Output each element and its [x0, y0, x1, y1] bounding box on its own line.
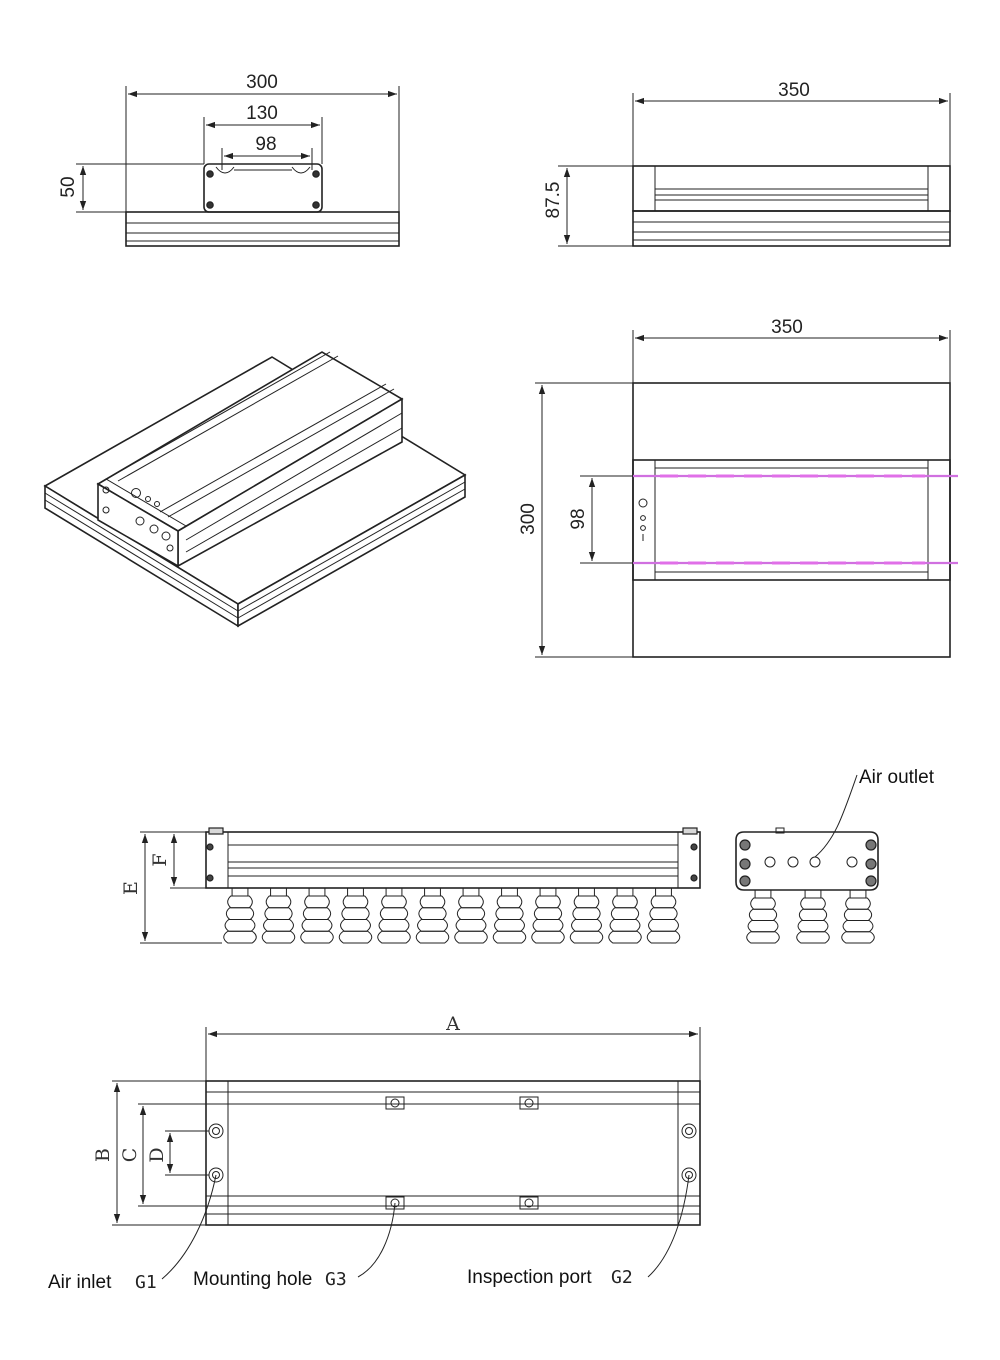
suction-cup [415, 887, 450, 944]
side-view: 350 87.5 [543, 80, 951, 247]
suction-cup [261, 887, 296, 944]
dim-front-overall-width: 300 [246, 72, 278, 93]
suction-cup-end [746, 889, 875, 944]
suction-cup [608, 887, 642, 944]
dim-label-b: B [92, 1148, 114, 1162]
label-air-outlet: Air outlet [859, 767, 935, 788]
suction-cup [223, 887, 257, 944]
end-view: Air outlet [735, 767, 935, 944]
suction-cup [338, 887, 373, 944]
dim-top-rail-spacing: 98 [568, 508, 589, 529]
suction-cup [569, 887, 604, 944]
suction-cup [492, 887, 527, 944]
suction-cup [300, 887, 334, 944]
dim-label-e: E [120, 881, 142, 895]
dim-front-height: 50 [58, 176, 79, 197]
dim-side-height: 87.5 [543, 182, 564, 219]
dim-top-overall-width: 350 [771, 317, 803, 338]
dim-front-rail-width: 130 [246, 103, 278, 124]
dim-label-a: A [445, 1013, 460, 1035]
dim-label-f: F [149, 853, 171, 866]
suction-cup [531, 887, 565, 944]
dim-label-c: C [119, 1148, 141, 1163]
suction-cup [746, 889, 780, 944]
suction-cup [646, 887, 681, 944]
label-inspection-port: Inspection port [467, 1267, 592, 1288]
dim-side-overall-width: 350 [778, 80, 810, 101]
plan-view: A B C D Air inlet G1 Mounting hole G3 In… [48, 1013, 701, 1293]
front-view: 300 130 98 50 [58, 72, 400, 247]
code-air-inlet: G1 [135, 1272, 157, 1293]
suction-cup [377, 887, 411, 944]
code-mounting-hole: G3 [325, 1269, 347, 1290]
isometric-view [43, 351, 467, 628]
dim-front-hole-spacing: 98 [255, 134, 276, 155]
suction-cup [796, 889, 830, 944]
dim-top-overall-depth: 300 [518, 503, 539, 535]
suction-cup [841, 889, 875, 944]
dim-label-d: D [146, 1147, 168, 1162]
label-air-inlet: Air inlet [48, 1272, 112, 1293]
suction-cup-row [223, 887, 681, 944]
suction-cup [454, 887, 488, 944]
top-view: 350 300 98 [518, 317, 958, 658]
code-inspection-port: G2 [611, 1267, 633, 1288]
elevation-view: E F [120, 827, 701, 944]
label-mounting-hole: Mounting hole [193, 1269, 312, 1290]
